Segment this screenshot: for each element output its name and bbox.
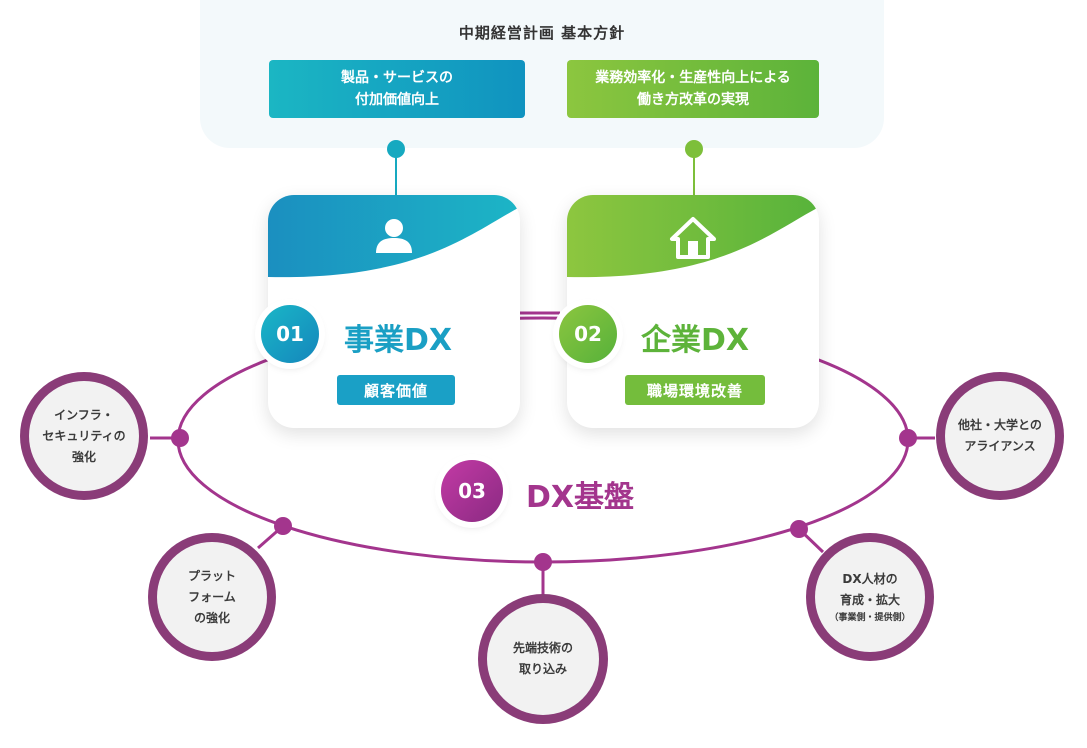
connector-line-green bbox=[693, 156, 695, 196]
node-tech-line1: 先端技術の bbox=[512, 641, 573, 655]
connector-dot-green bbox=[685, 140, 703, 158]
node-alliance-line2: アライアンス bbox=[964, 439, 1036, 453]
house-icon bbox=[670, 217, 716, 259]
node-infra-line1: インフラ・ bbox=[54, 407, 114, 422]
node-tech-line2: 取り込み bbox=[518, 662, 567, 676]
node-alliance: 他社・大学との アライアンス bbox=[936, 372, 1064, 500]
connector-dot-blue bbox=[387, 140, 405, 158]
policy-value-added-line2: 付加価値向上 bbox=[355, 92, 439, 108]
card-corporate-dx-tag: 職場環境改善 bbox=[625, 375, 765, 405]
node-platform-line1: プラット bbox=[187, 568, 236, 583]
node-talent-line1: DX人材の bbox=[842, 572, 898, 586]
badge-02: 02 bbox=[559, 305, 617, 363]
policy-work-style-line2: 働き方改革の実現 bbox=[637, 92, 749, 108]
node-talent-line2: 育成・拡大 bbox=[839, 593, 900, 607]
card-corporate-dx-header bbox=[567, 195, 819, 278]
node-platform: プラット フォーム の強化 bbox=[148, 533, 276, 661]
policy-value-added: 製品・サービスの 付加価値向上 bbox=[269, 60, 525, 118]
card-corporate-dx: 企業DX 職場環境改善 bbox=[567, 195, 819, 428]
node-advanced-tech: 先端技術の 取り込み bbox=[478, 594, 608, 724]
node-talent-note: （事業側・提供側） bbox=[829, 613, 911, 623]
policy-work-style: 業務効率化・生産性向上による 働き方改革の実現 bbox=[567, 60, 819, 118]
node-infra-line3: 強化 bbox=[71, 449, 96, 464]
node-alliance-line1: 他社・大学との bbox=[958, 418, 1042, 432]
policy-value-added-line1: 製品・サービスの bbox=[341, 70, 453, 86]
node-platform-line2: フォーム bbox=[188, 589, 236, 604]
card-business-dx-title: 事業DX bbox=[344, 323, 453, 358]
person-icon bbox=[376, 219, 412, 253]
foundation-title: DX基盤 bbox=[526, 480, 635, 515]
node-dx-talent: DX人材の 育成・拡大 （事業側・提供側） bbox=[806, 533, 934, 661]
badge-01: 01 bbox=[261, 305, 319, 363]
card-corporate-dx-title: 企業DX bbox=[641, 323, 750, 358]
card-business-dx: 事業DX 顧客価値 bbox=[268, 195, 520, 428]
node-infra-line2: セキュリティの bbox=[42, 428, 126, 443]
node-infra-security: インフラ・ セキュリティの 強化 bbox=[20, 372, 148, 500]
node-platform-line3: の強化 bbox=[193, 610, 230, 625]
policy-work-style-line1: 業務効率化・生産性向上による bbox=[595, 70, 791, 86]
connector-line-blue bbox=[395, 156, 397, 196]
badge-03: 03 bbox=[441, 460, 503, 522]
card-business-dx-tag: 顧客価値 bbox=[337, 375, 455, 405]
policy-title: 中期経営計画 基本方針 bbox=[458, 24, 626, 42]
